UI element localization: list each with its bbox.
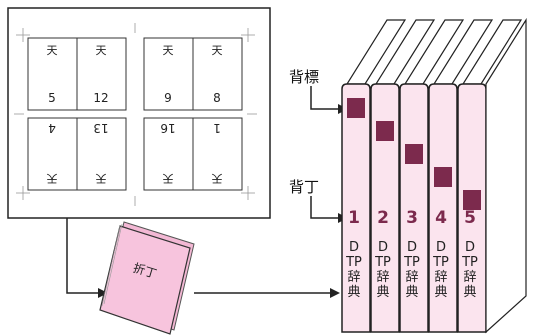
arrowhead-icon (330, 288, 340, 298)
flow-arrow-sheet-to-booklet (66, 218, 98, 294)
volume-title: DTP辞典 (462, 240, 478, 300)
spine-label: 背丁 (289, 178, 320, 196)
page-number: 12 (93, 91, 109, 105)
spine-mark (347, 98, 365, 118)
page-number: 8 (213, 91, 221, 105)
spine-mark-label: 背標 (289, 68, 320, 86)
volume-number: 1 (348, 208, 360, 228)
page-number: 1 (213, 121, 221, 135)
page-number: 4 (48, 121, 56, 135)
page-top-label: 天 (46, 44, 58, 57)
spine-mark (376, 121, 394, 141)
volume-title: DTP辞典 (346, 240, 362, 300)
page-number: 9 (164, 91, 172, 105)
volume-number: 4 (435, 208, 447, 228)
page-top-label: 天 (46, 172, 58, 185)
volume-number: 3 (406, 208, 418, 228)
volume-title: DTP辞典 (375, 240, 391, 300)
books-group (341, 17, 527, 334)
spine-mark (434, 167, 452, 187)
book-spine (341, 83, 371, 333)
booklet-icon (99, 221, 195, 335)
crop-marks (14, 23, 257, 206)
book-spine (428, 83, 458, 333)
page-top-label: 天 (95, 44, 107, 57)
page-blocks (27, 37, 243, 191)
spine-mark (405, 144, 423, 164)
page-top-label: 天 (95, 172, 107, 185)
page-number: 5 (48, 91, 56, 105)
page-number: 13 (93, 121, 109, 135)
page-top-label: 天 (162, 44, 174, 57)
page-top-label: 天 (211, 44, 223, 57)
page-number: 16 (160, 121, 176, 135)
page-top-label: 天 (211, 172, 223, 185)
book-side-face (485, 17, 527, 334)
volume-title: DTP辞典 (404, 240, 420, 300)
volume-title: DTP辞典 (433, 240, 449, 300)
spine-mark (463, 190, 481, 210)
label-leaders (310, 86, 338, 219)
volume-number: 5 (464, 208, 476, 228)
book-spine (370, 83, 400, 333)
page-top-label: 天 (162, 172, 174, 185)
volume-number: 2 (377, 208, 389, 228)
arrowhead-icon (98, 288, 108, 298)
